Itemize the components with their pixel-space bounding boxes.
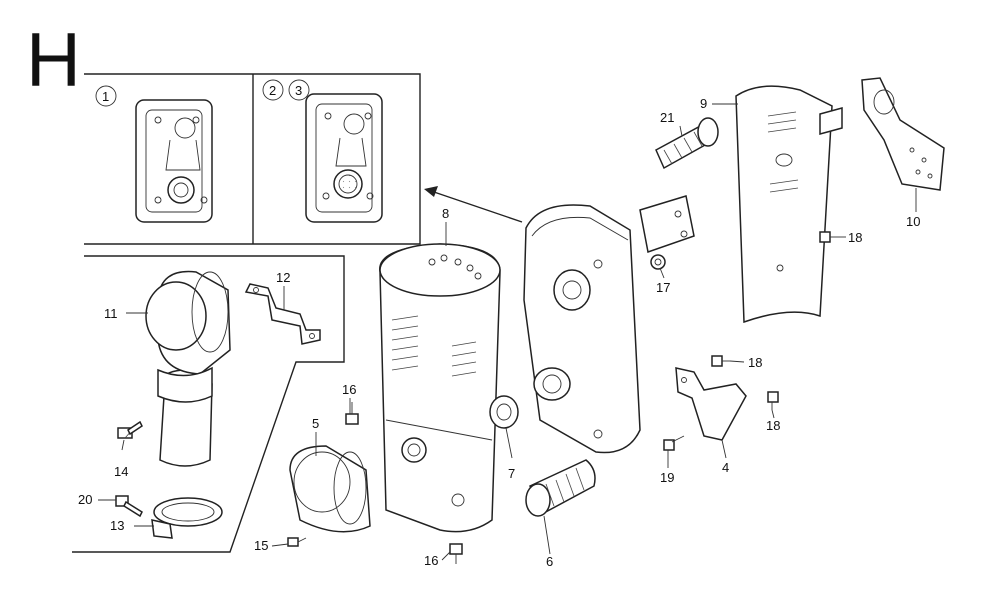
frame-lines: [72, 73, 421, 553]
callout-11: 11: [104, 306, 118, 321]
callout-15: 15: [254, 538, 268, 553]
callout-18-cover: 18: [848, 230, 862, 245]
stay-bracket-part-4: [675, 367, 747, 441]
callout-5: 5: [312, 416, 319, 431]
bolt-part-20: [115, 495, 143, 518]
callout-16-lower: 16: [424, 553, 438, 568]
callout-4: 4: [722, 460, 729, 475]
callout-21: 21: [660, 110, 674, 125]
bracket-part-10: [861, 77, 945, 191]
section-letter: H: [26, 18, 81, 103]
bolt-part-16-upper: [345, 402, 359, 425]
variant-1-gasket: [135, 99, 213, 223]
exhaust-elbow-part-11: [145, 270, 231, 467]
bolt-part-16-lower: [449, 543, 463, 564]
callout-14: 14: [114, 464, 128, 479]
svg-text:2: 2: [269, 83, 276, 98]
callout-16-upper: 16: [342, 382, 356, 397]
clamp-part-13: [151, 497, 223, 539]
leader-lines: [98, 103, 917, 561]
bolt-part-18-cover: [819, 231, 838, 243]
bolt-part-18-upper: [711, 355, 730, 367]
bolt-part-18-right: [767, 391, 779, 410]
callout-6: 6: [546, 554, 553, 569]
callout-10: 10: [906, 214, 920, 229]
callout-18-right: 18: [766, 418, 780, 433]
callout-13: 13: [110, 518, 124, 533]
gasket-part-7: [489, 395, 519, 429]
callout-12: 12: [276, 270, 290, 285]
callout-labels: 11 12 14 20 13 15 5 16 16 8 7 6 21 9 10 …: [78, 96, 920, 569]
screen-part-21: [655, 117, 719, 170]
screw-part-15: [287, 537, 307, 547]
muffler-cover-part-9: [735, 85, 843, 324]
bracket-part-12: [244, 283, 321, 345]
variant-3-marker: 3: [288, 79, 310, 101]
callout-17: 17: [656, 280, 670, 295]
variant-2-marker: 2: [262, 79, 284, 101]
variant-2-3-gasket: [305, 93, 383, 223]
callout-7: 7: [508, 466, 515, 481]
exhaust-outlet-part-5: [289, 445, 371, 533]
reference-arrow: [424, 186, 523, 223]
callout-18-upper: 18: [748, 355, 762, 370]
callout-9: 9: [700, 96, 707, 111]
callout-19: 19: [660, 470, 674, 485]
bolt-part-14: [117, 420, 143, 439]
bolt-part-19: [663, 435, 685, 451]
variant-1-marker: 1: [95, 85, 117, 107]
svg-text:3: 3: [295, 83, 302, 98]
muffler-protector-part-8: [379, 243, 501, 533]
nut-part-17: [650, 254, 666, 270]
svg-text:1: 1: [102, 89, 109, 104]
muffler-body: [523, 195, 695, 454]
spark-arrester-part-6: [525, 459, 596, 517]
callout-20: 20: [78, 492, 92, 507]
callout-8: 8: [442, 206, 449, 221]
